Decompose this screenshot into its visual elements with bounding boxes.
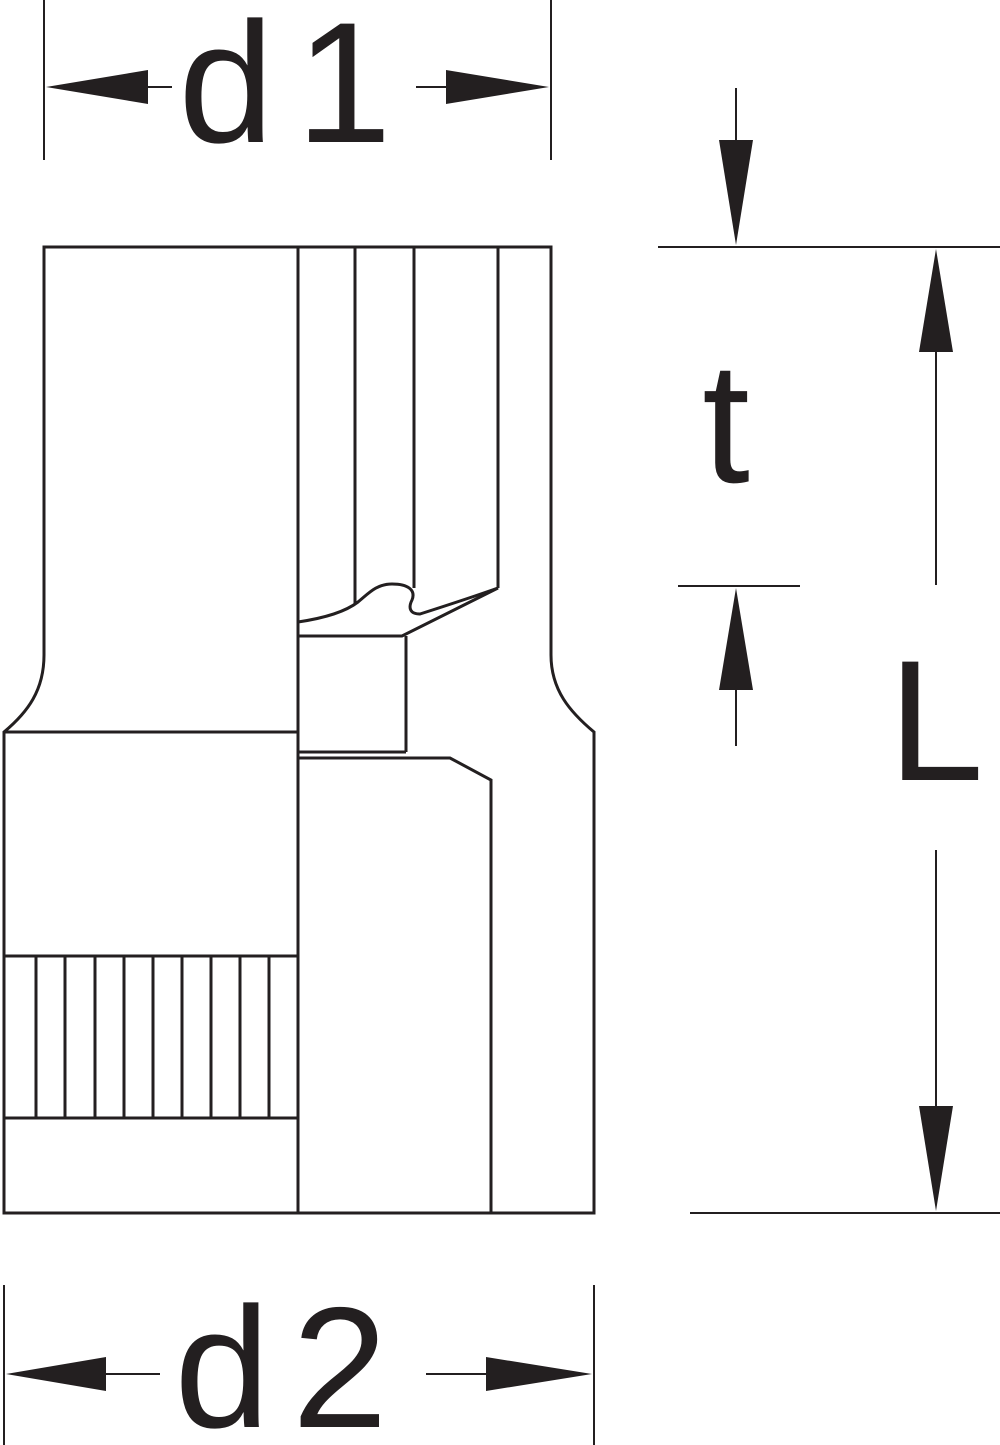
d1-label: d1 xyxy=(178,0,413,179)
d2-arrowhead-right xyxy=(486,1357,592,1391)
cavity-bottom-curve xyxy=(297,582,499,624)
inner-cavity xyxy=(297,247,500,1213)
L-label: L xyxy=(888,625,984,817)
d2-arrowhead-left xyxy=(6,1357,106,1391)
t-label: t xyxy=(702,327,750,519)
drive-recess xyxy=(298,756,493,1213)
d2-dimension: d2 xyxy=(3,1272,595,1445)
L-arrowhead-top xyxy=(919,249,953,352)
t-dimension: t xyxy=(658,88,1000,746)
cavity-chamfer xyxy=(298,586,499,638)
knurl-ribs xyxy=(34,956,271,1118)
d1-arrowhead-left xyxy=(46,70,148,104)
L-dimension: L xyxy=(690,249,1000,1214)
d2-label: d2 xyxy=(174,1272,409,1445)
socket-outline xyxy=(2,245,596,1215)
L-arrowhead-bottom xyxy=(919,1106,953,1211)
t-arrowhead-top xyxy=(719,140,753,245)
d1-arrowhead-right xyxy=(446,70,549,104)
d1-dimension: d1 xyxy=(43,0,552,179)
t-arrowhead-bottom xyxy=(719,588,753,690)
socket-body xyxy=(2,245,596,1215)
